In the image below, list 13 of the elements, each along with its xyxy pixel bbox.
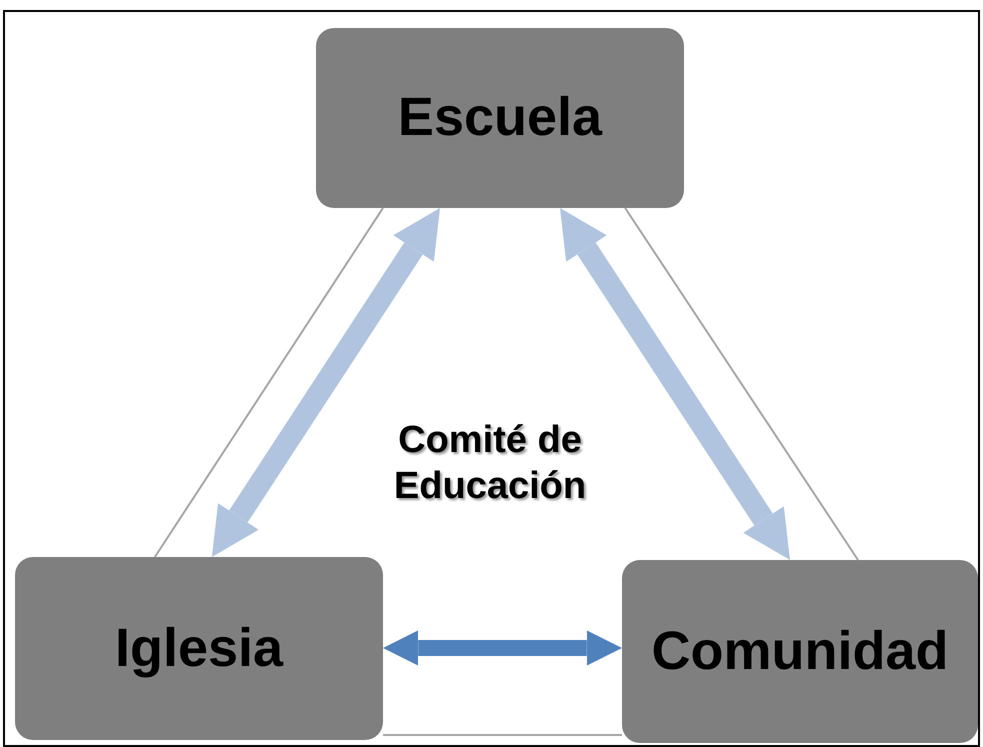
box-label: Comunidad (652, 620, 948, 683)
rounded-box (316, 28, 684, 208)
rounded-box (622, 560, 978, 743)
box-label: Iglesia (114, 616, 284, 680)
double-arrow (383, 630, 622, 666)
connector-line (624, 207, 859, 561)
connector-line (154, 207, 384, 558)
double-arrow (212, 208, 440, 557)
box-label: Escuela (398, 86, 602, 150)
connector-line (383, 734, 622, 736)
center-label: Comité de Educación (392, 418, 588, 509)
double-arrow (560, 208, 790, 560)
rounded-box (15, 557, 383, 740)
